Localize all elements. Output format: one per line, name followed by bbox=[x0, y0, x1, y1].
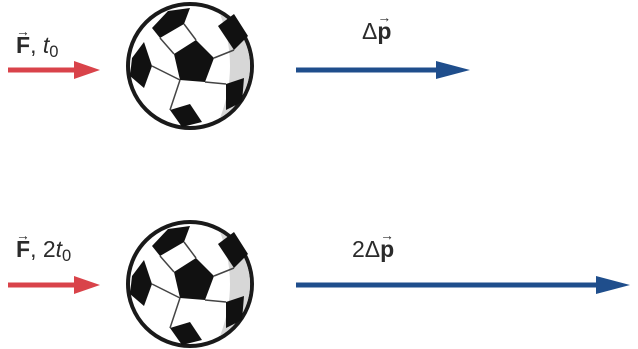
scene-graphics bbox=[8, 220, 630, 348]
time-variable: t bbox=[55, 236, 63, 262]
force-label: F, 2t0 bbox=[16, 238, 71, 265]
momentum-arrow bbox=[296, 276, 630, 294]
force-label: F, t0 bbox=[16, 34, 58, 61]
delta-symbol: Δ bbox=[362, 18, 378, 44]
momentum-arrow bbox=[296, 61, 470, 79]
momentum-vector-symbol: p bbox=[377, 20, 391, 43]
momentum-change-label: Δp bbox=[362, 20, 391, 43]
force-vector-symbol: F bbox=[16, 238, 30, 261]
force-vector-symbol: F bbox=[16, 34, 30, 57]
time-variable: t bbox=[42, 32, 50, 58]
soccer-ball bbox=[126, 220, 254, 348]
momentum-change-label: 2Δp bbox=[352, 238, 394, 261]
scene-graphics bbox=[8, 2, 470, 130]
momentum-coefficient: 2 bbox=[352, 236, 365, 262]
force-label-separator: , bbox=[30, 32, 43, 58]
time-subscript: 0 bbox=[49, 42, 59, 62]
scene-double-time: F, 2t0 2Δp bbox=[0, 175, 638, 349]
scene-single-time: F, t0 Δp bbox=[0, 0, 638, 174]
force-label-separator: , 2 bbox=[30, 236, 56, 262]
time-subscript: 0 bbox=[62, 246, 72, 266]
soccer-ball bbox=[126, 2, 254, 130]
delta-symbol: Δ bbox=[364, 236, 381, 262]
force-arrow bbox=[8, 276, 100, 294]
momentum-vector-symbol: p bbox=[380, 238, 394, 261]
force-arrow bbox=[8, 61, 100, 79]
